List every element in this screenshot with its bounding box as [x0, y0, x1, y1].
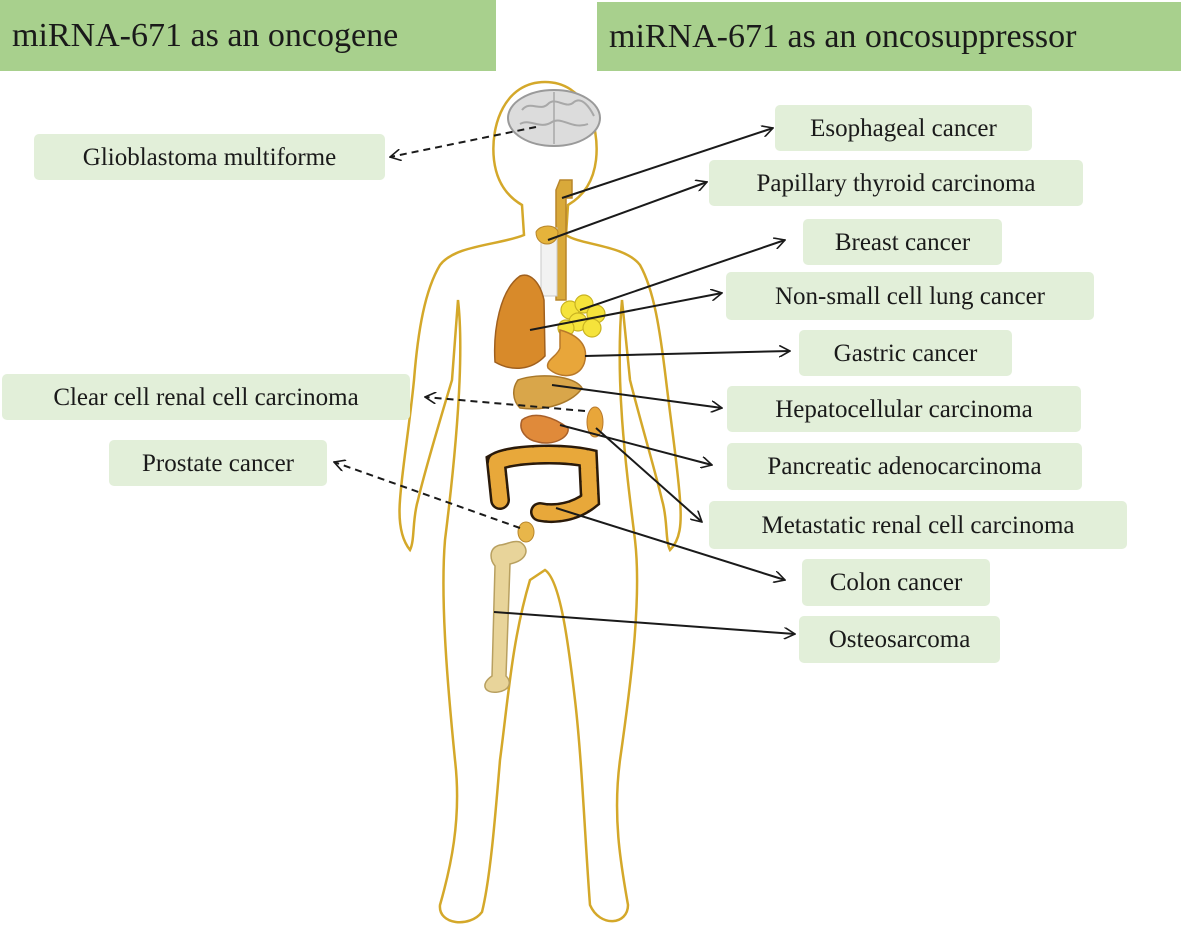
- header-oncosuppressor: miRNA-671 as an oncosuppressor: [597, 2, 1181, 71]
- label-metastatic-renal: Metastatic renal cell carcinoma: [709, 501, 1127, 549]
- label-breast: Breast cancer: [803, 219, 1002, 265]
- brain-icon: [507, 89, 601, 147]
- arrow-prostate: [334, 462, 521, 529]
- stomach-icon: [546, 329, 587, 377]
- label-thyroid: Papillary thyroid carcinoma: [709, 160, 1083, 206]
- femur-icon: [484, 540, 527, 693]
- liver-icon: [513, 375, 583, 410]
- arrow-ccrcc: [425, 397, 586, 412]
- arrow-colon: [555, 507, 785, 580]
- arrow-hepatocellular: [551, 384, 722, 408]
- label-ccrcc: Clear cell renal cell carcinoma: [2, 374, 410, 420]
- label-colon: Colon cancer: [802, 559, 990, 606]
- label-nsclc: Non-small cell lung cancer: [726, 272, 1094, 320]
- arrow-thyroid: [547, 182, 707, 241]
- arrow-breast: [579, 240, 785, 311]
- pancreas-icon: [520, 414, 569, 444]
- arrow-nsclc: [529, 293, 722, 331]
- label-glioblastoma: Glioblastoma multiforme: [34, 134, 385, 180]
- esophagus-icon: [555, 179, 573, 301]
- label-esophageal: Esophageal cancer: [775, 105, 1032, 151]
- arrow-metastatic-renal: [595, 427, 702, 522]
- label-gastric: Gastric cancer: [799, 330, 1012, 376]
- arrow-esophageal: [561, 128, 773, 199]
- arrow-gastric: [584, 351, 790, 356]
- arrow-glioblastoma: [390, 126, 537, 157]
- lung-icon: [493, 274, 546, 369]
- label-pancreatic: Pancreatic adenocarcinoma: [727, 443, 1082, 490]
- header-oncogene: miRNA-671 as an oncogene: [0, 0, 496, 71]
- thyroid-icon: [535, 225, 559, 297]
- label-osteosarcoma: Osteosarcoma: [799, 616, 1000, 663]
- prostate-icon: [517, 521, 535, 543]
- arrow-pancreatic: [559, 424, 712, 465]
- label-hepatocellular: Hepatocellular carcinoma: [727, 386, 1081, 432]
- arrow-osteosarcoma: [493, 611, 795, 634]
- label-prostate: Prostate cancer: [109, 440, 327, 486]
